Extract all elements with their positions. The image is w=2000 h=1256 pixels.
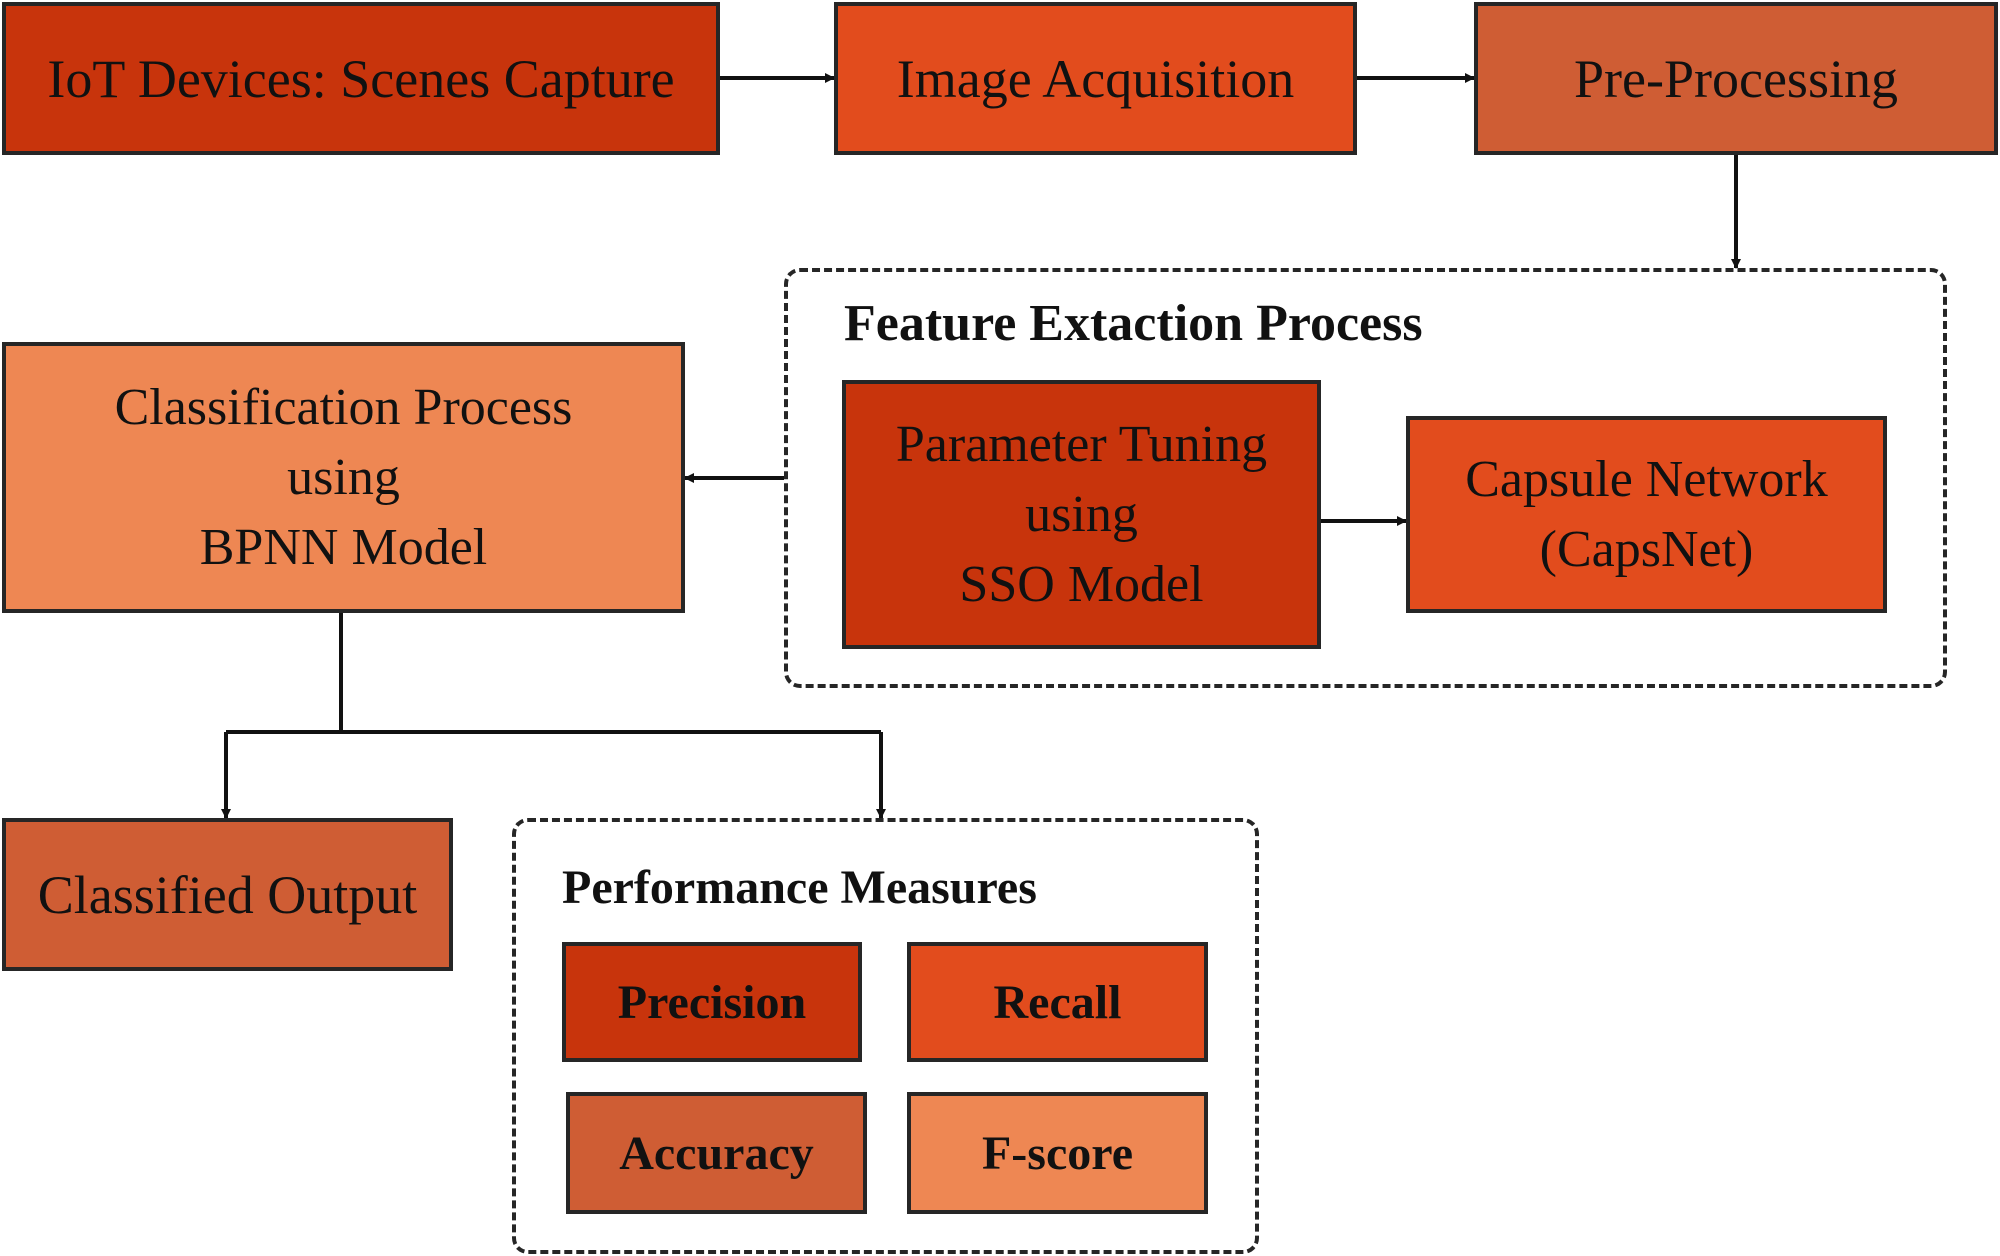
metric-recall-label: Recall	[993, 975, 1122, 1029]
capsule-network-line: (CapsNet)	[1539, 520, 1754, 578]
pre-processing-label: Pre-Processing	[1574, 48, 1898, 109]
metric-accuracy-label: Accuracy	[619, 1126, 814, 1180]
metric-accuracy-box: Accuracy	[566, 1092, 867, 1214]
image-acquisition-label: Image Acquisition	[896, 48, 1295, 109]
iot-devices-box: IoT Devices: Scenes Capture	[2, 2, 720, 155]
performance-measures-group: Performance Measures	[512, 818, 1259, 1254]
capsule-network-box: Capsule Network (CapsNet)	[1406, 416, 1887, 613]
classified-output-box: Classified Output	[2, 818, 453, 971]
parameter-tuning-line: using	[1025, 485, 1138, 543]
classification-line: using	[287, 448, 400, 506]
metric-f-score-box: F-score	[907, 1092, 1208, 1214]
metric-f-score-label: F-score	[981, 1126, 1134, 1180]
metric-recall-box: Recall	[907, 942, 1208, 1062]
feature-extraction-title: Feature Extaction Process	[844, 295, 1423, 352]
metric-precision-box: Precision	[562, 942, 862, 1062]
iot-devices-label: IoT Devices: Scenes Capture	[47, 48, 675, 109]
classified-output-label: Classified Output	[37, 864, 418, 925]
image-acquisition-box: Image Acquisition	[834, 2, 1357, 155]
parameter-tuning-line: Parameter Tuning	[895, 415, 1268, 473]
metric-precision-label: Precision	[617, 975, 807, 1029]
performance-measures-title: Performance Measures	[562, 861, 1037, 914]
classification-process-box: Classification Process using BPNN Model	[2, 342, 685, 613]
capsule-network-line: Capsule Network	[1465, 450, 1828, 508]
classification-line: Classification Process	[114, 378, 573, 436]
pre-processing-box: Pre-Processing	[1474, 2, 1998, 155]
parameter-tuning-line: SSO Model	[959, 555, 1204, 613]
feature-extraction-group: Feature Extaction Process	[784, 268, 1947, 688]
classification-line: BPNN Model	[199, 518, 488, 576]
parameter-tuning-box: Parameter Tuning using SSO Model	[842, 380, 1321, 649]
